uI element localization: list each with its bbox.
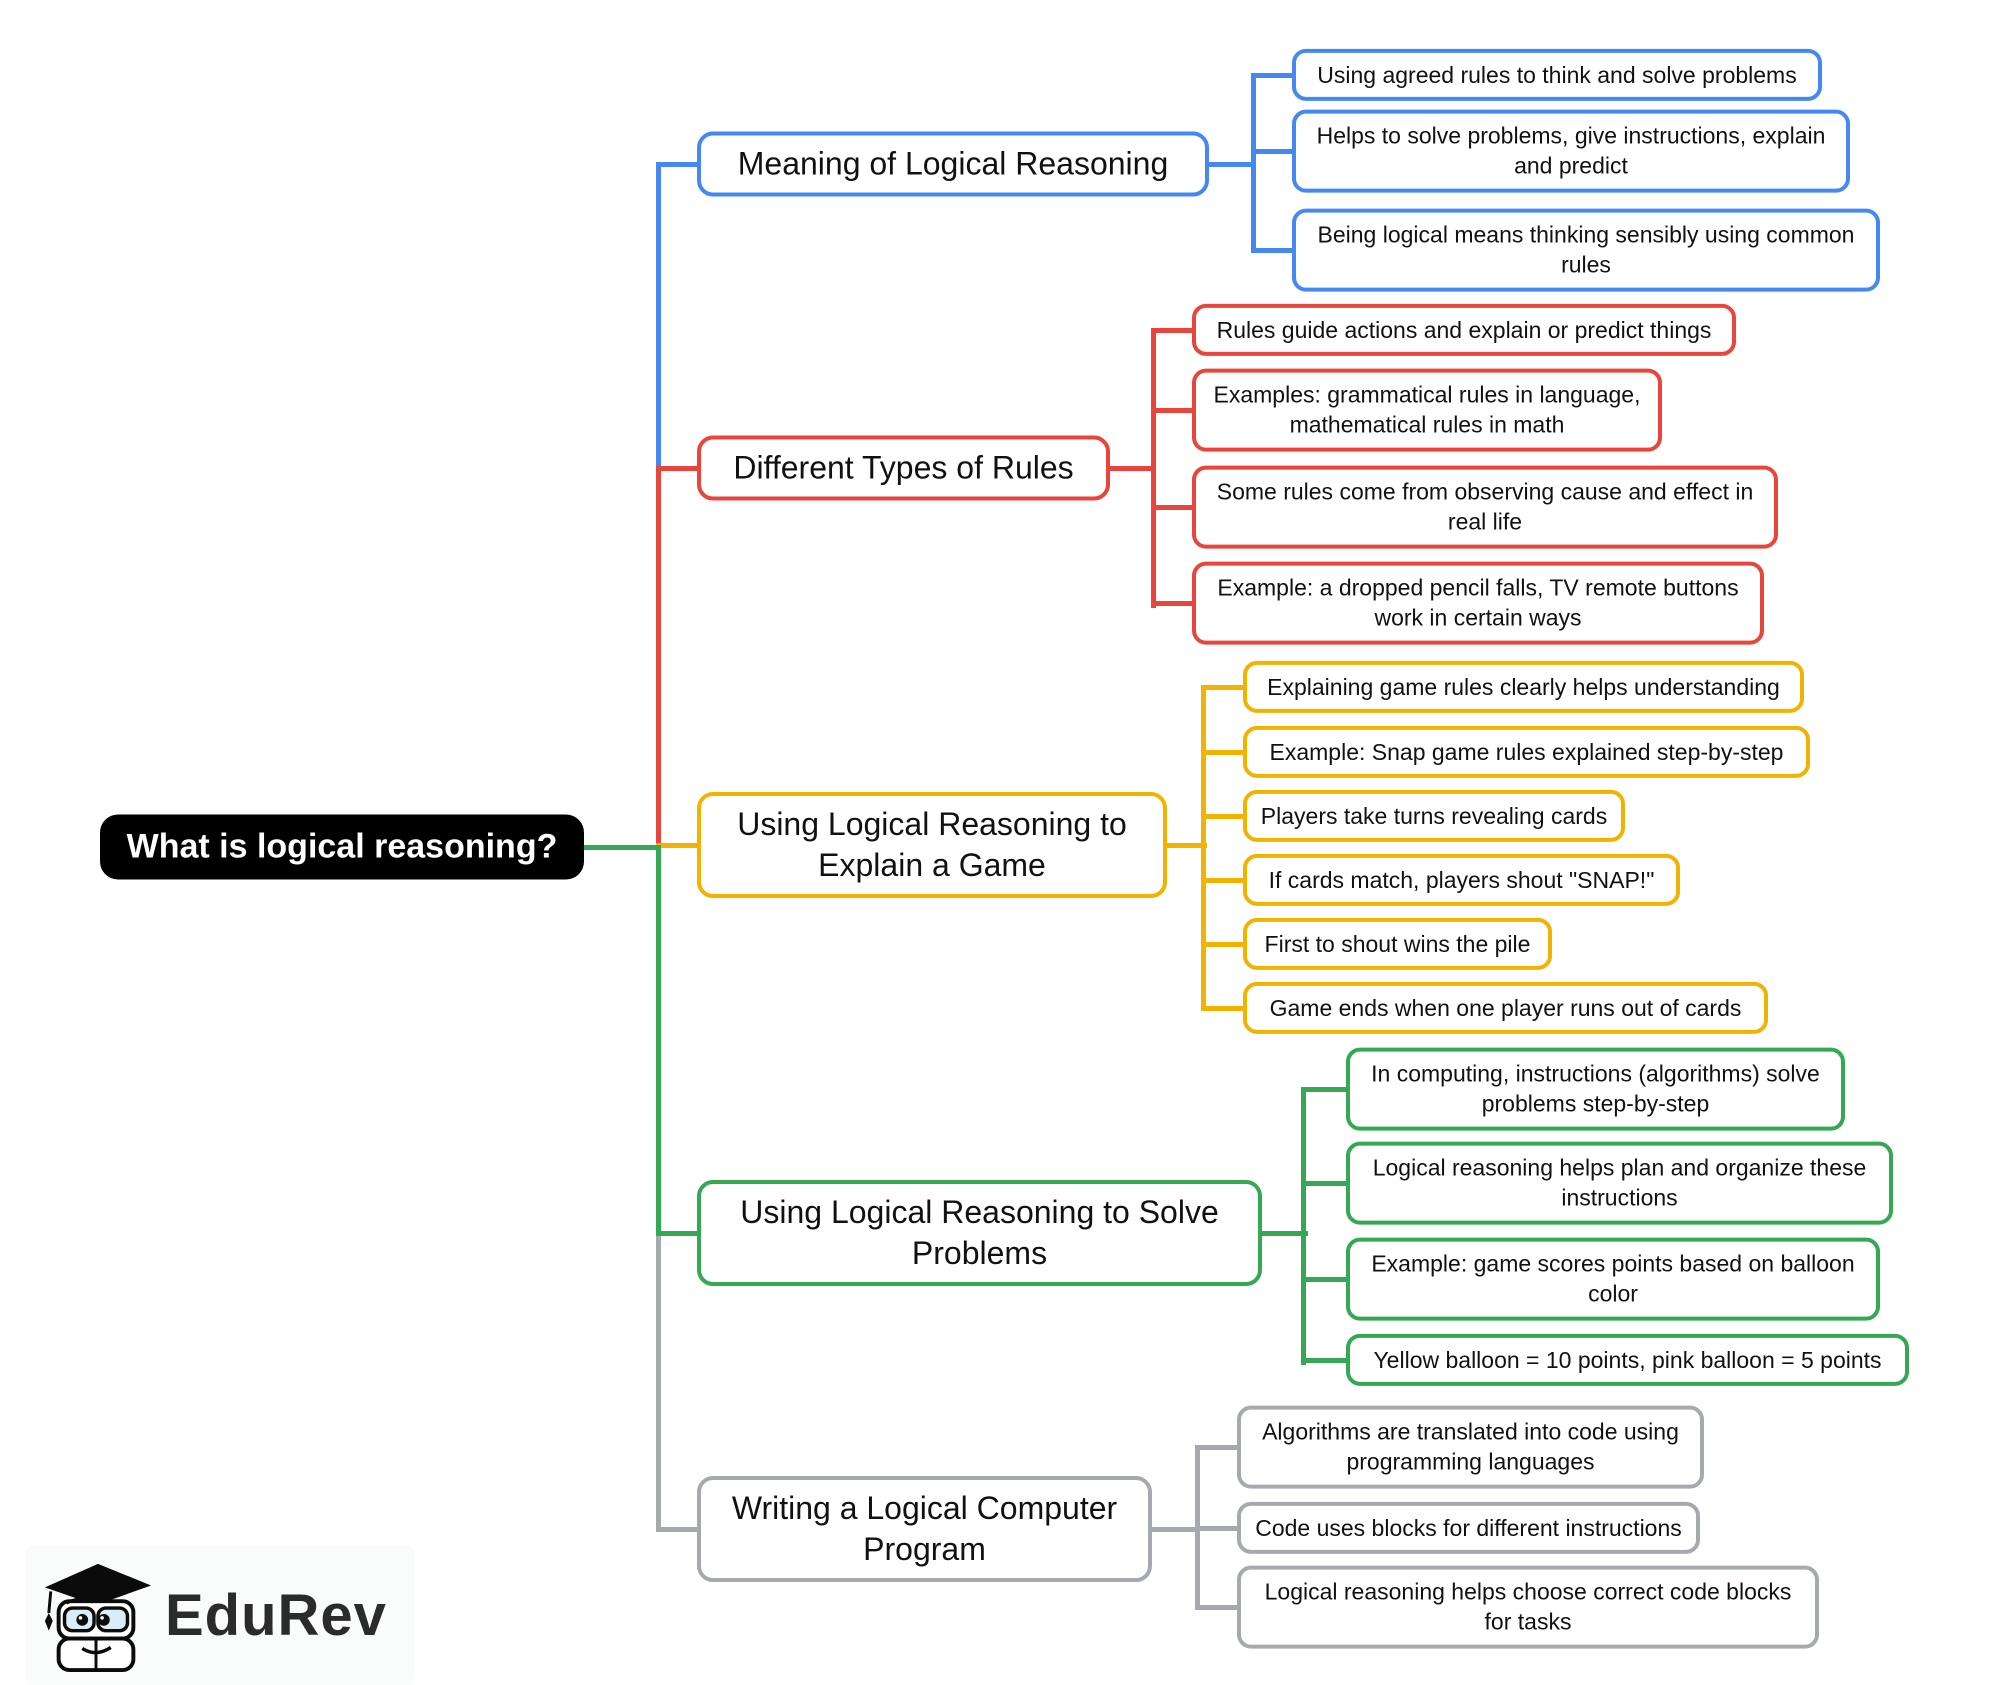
connector-line	[1205, 162, 1255, 167]
connector-line	[1195, 1526, 1240, 1531]
child-node: Logical reasoning helps plan and organiz…	[1346, 1141, 1893, 1225]
connector-line	[656, 1231, 702, 1236]
child-node: Helps to solve problems, give instructio…	[1292, 109, 1850, 193]
connector-line	[1151, 328, 1195, 333]
connector-line	[1201, 685, 1246, 690]
connector-line	[1201, 942, 1246, 947]
connector-line	[1301, 1181, 1349, 1186]
connector-line	[1201, 685, 1206, 1011]
root-node: What is logical reasoning?	[100, 814, 584, 880]
child-node: Yellow balloon = 10 points, pink balloon…	[1346, 1333, 1909, 1387]
connector-line	[1195, 1445, 1240, 1450]
child-node: Rules guide actions and explain or predi…	[1192, 303, 1736, 357]
child-node: If cards match, players shout "SNAP!"	[1243, 853, 1680, 907]
connector-line	[1251, 73, 1256, 253]
child-node: Examples: grammatical rules in language,…	[1192, 368, 1662, 452]
child-node: Some rules come from observing cause and…	[1192, 465, 1778, 549]
connector-line	[656, 162, 702, 167]
child-node: Example: game scores points based on bal…	[1346, 1237, 1880, 1321]
connector-line	[1201, 1006, 1246, 1011]
branch-game: Using Logical Reasoning to Explain a Gam…	[697, 792, 1167, 898]
connector-line	[656, 466, 702, 471]
connector-line	[1106, 466, 1156, 471]
child-node: Example: a dropped pencil falls, TV remo…	[1192, 561, 1764, 645]
branch-rules: Different Types of Rules	[697, 435, 1110, 501]
child-node: Game ends when one player runs out of ca…	[1243, 981, 1768, 1035]
child-node: Players take turns revealing cards	[1243, 789, 1625, 843]
child-node: Explaining game rules clearly helps unde…	[1243, 660, 1804, 714]
child-node: Logical reasoning helps choose correct c…	[1237, 1565, 1819, 1649]
connector-line	[1301, 1087, 1306, 1365]
connector-line	[1151, 408, 1195, 413]
connector-line	[1195, 1605, 1240, 1610]
connector-line	[1301, 1277, 1349, 1282]
connector-line	[1251, 149, 1295, 154]
connector-line	[1151, 328, 1156, 608]
connector-line	[656, 1527, 702, 1532]
branch-problems: Using Logical Reasoning to Solve Problem…	[697, 1180, 1262, 1286]
connector-line	[1151, 505, 1195, 510]
connector-line	[1148, 1527, 1200, 1532]
child-node: First to shout wins the pile	[1243, 917, 1552, 971]
child-node: Using agreed rules to think and solve pr…	[1292, 48, 1822, 102]
connector-line	[1301, 1358, 1349, 1363]
connector-line	[656, 1231, 661, 1531]
connector-line	[1201, 750, 1246, 755]
connector-line	[1258, 1231, 1308, 1236]
connector-line	[656, 466, 661, 851]
edurev-logo: EduRev	[25, 1545, 415, 1685]
edurev-logo-text: EduRev	[165, 1582, 387, 1648]
connector-line	[1301, 1087, 1349, 1092]
connector-line	[1201, 878, 1246, 883]
branch-program: Writing a Logical Computer Program	[697, 1476, 1152, 1582]
connector-line	[1151, 601, 1195, 606]
child-node: In computing, instructions (algorithms) …	[1346, 1047, 1845, 1131]
connector-line	[656, 845, 661, 1237]
child-node: Being logical means thinking sensibly us…	[1292, 208, 1880, 292]
connector-line	[1251, 248, 1295, 253]
connector-line	[1163, 843, 1207, 848]
connector-line	[578, 845, 661, 850]
connector-line	[1251, 73, 1295, 78]
child-node: Code uses blocks for different instructi…	[1237, 1501, 1700, 1555]
child-node: Algorithms are translated into code usin…	[1237, 1405, 1704, 1489]
connector-line	[1201, 814, 1246, 819]
child-node: Example: Snap game rules explained step-…	[1243, 725, 1810, 779]
connector-line	[656, 162, 661, 468]
edurev-mascot-icon	[37, 1552, 155, 1679]
branch-meaning: Meaning of Logical Reasoning	[697, 131, 1209, 197]
connector-line	[656, 843, 704, 848]
